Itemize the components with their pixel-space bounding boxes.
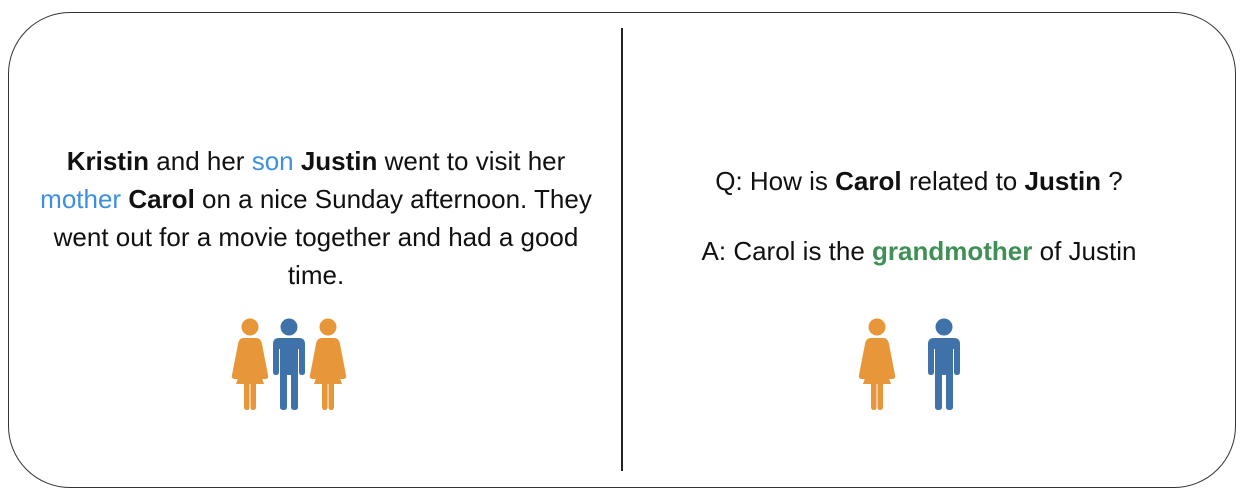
entity-justin: Justin	[300, 146, 378, 176]
story-people	[228, 317, 350, 411]
answer-text: A: Carol is the grandmother of Justin	[701, 236, 1137, 266]
relation-son: son	[251, 146, 294, 176]
male-figure-icon	[928, 318, 960, 410]
relation-mother: mother	[40, 184, 122, 214]
entity-kristin: Kristin	[66, 146, 150, 176]
panel-divider	[621, 28, 623, 471]
question-entity-justin: Justin	[1024, 166, 1102, 196]
story-text: Kristin and her son Justin went to visit…	[40, 146, 592, 290]
female-figure-icon	[309, 318, 347, 410]
question-text: Q: How is Carol related to Justin ?	[715, 166, 1123, 196]
answer-people	[855, 317, 963, 411]
female-figure-icon	[231, 318, 269, 410]
male-figure-icon	[273, 318, 305, 410]
question-entity-carol: Carol	[835, 166, 902, 196]
entity-carol: Carol	[128, 184, 195, 214]
female-figure-icon	[858, 318, 896, 410]
answer-relation: grandmother	[872, 236, 1033, 266]
